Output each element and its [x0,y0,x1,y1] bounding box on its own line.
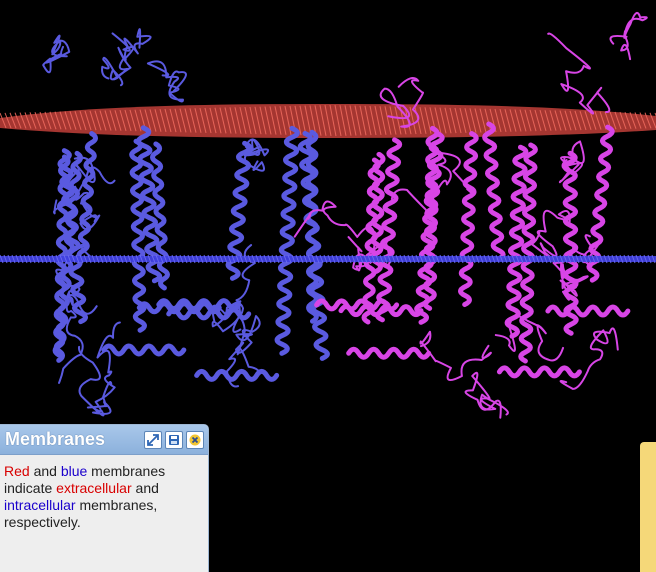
panel-title: Membranes [5,429,106,449]
text-segment: and [29,463,61,479]
text-segment: membranes, respectively. [4,497,158,530]
save-icon[interactable] [165,430,183,449]
extracellular-membrane [0,104,656,138]
intracellular-label: intracellular [4,497,76,513]
intracellular-membrane [0,254,656,264]
protein-chain-b [293,11,648,419]
expand-icon[interactable] [144,430,162,449]
text-segment: membranes indicate [4,463,166,496]
protein-chain-a [42,28,330,417]
side-panel-tab[interactable] [640,442,656,572]
membranes-panel-header: Membranes [0,425,208,455]
text-segment: and [131,480,159,496]
blue-label: blue [60,463,88,479]
extracellular-label: extracellular [56,480,132,496]
membranes-description: Red and blue membranes indicate extracel… [0,455,208,531]
close-icon[interactable] [186,430,204,449]
membranes-panel: Membranes Red and blue membranes indicat… [0,424,209,572]
red-label: Red [4,463,30,479]
